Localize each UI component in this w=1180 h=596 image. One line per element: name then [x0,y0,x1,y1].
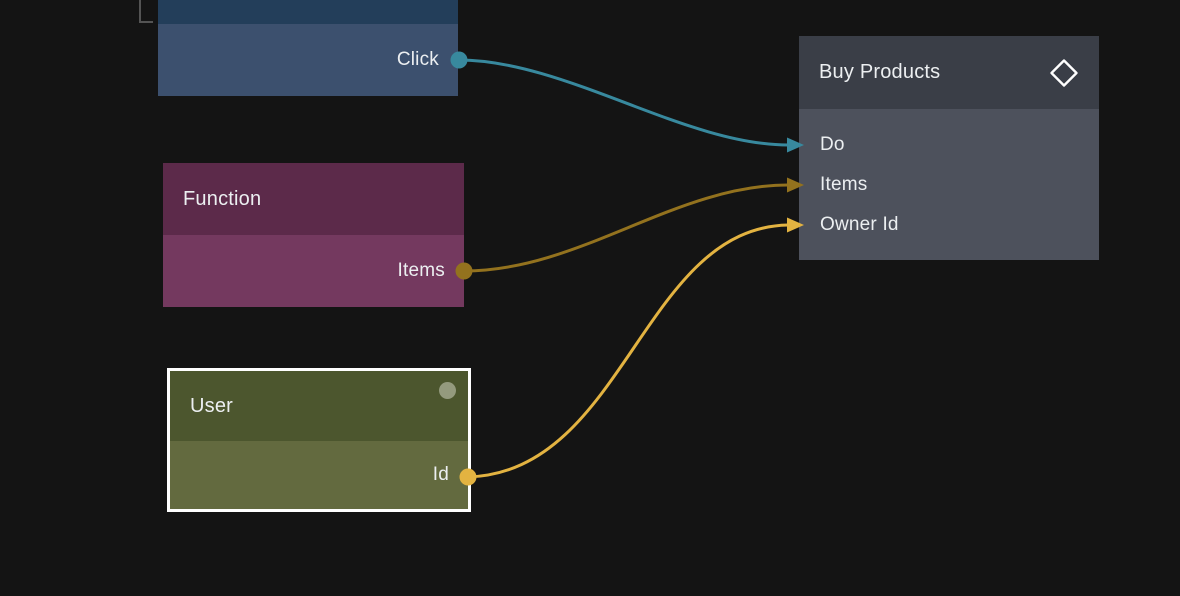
frame-corner-bracket-icon [139,0,153,23]
node-function-body: Items [163,235,464,307]
node-user-header[interactable]: User [170,371,468,441]
node-function-title: Function [183,187,262,210]
node-event-header[interactable] [158,0,458,24]
port-input-items[interactable]: Items [799,165,1099,205]
port-input-items-label: Items [820,174,868,195]
node-buy-products[interactable]: Buy Products Do Items Owner Id [799,36,1099,260]
port-input-do[interactable]: Do [799,125,1099,165]
port-input-owner-id[interactable]: Owner Id [799,205,1099,245]
diamond-icon [1050,58,1078,87]
node-buy-products-body: Do Items Owner Id [799,109,1099,260]
wire-id-to-owner-id[interactable] [466,223,790,479]
node-user-body: Id [170,441,468,509]
node-buy-products-title: Buy Products [819,61,941,83]
status-dot-icon [439,382,456,399]
node-user-title: User [190,394,234,417]
node-buy-products-header[interactable]: Buy Products [799,36,1099,109]
node-function-header[interactable]: Function [163,163,464,235]
node-user[interactable]: User Id [167,368,471,512]
port-output-items-label: Items [397,260,445,281]
node-event[interactable]: Click [158,0,458,96]
wire-items-to-items[interactable] [462,183,790,273]
node-event-body: Click [158,24,458,96]
port-input-do-label: Do [820,134,845,155]
port-output-id-label: Id [432,464,449,485]
node-function[interactable]: Function Items [163,163,464,307]
port-output-click-label: Click [396,49,439,70]
wire-click-to-do[interactable] [457,58,790,147]
port-input-owner-id-label: Owner Id [820,214,899,235]
